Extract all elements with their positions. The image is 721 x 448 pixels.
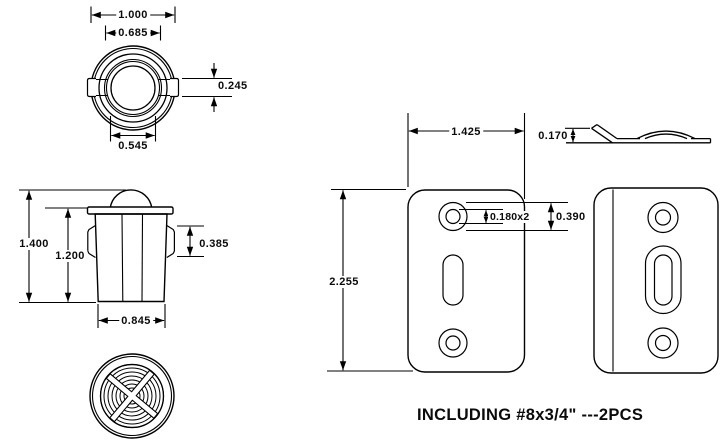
strike-plate-front-view [407,189,526,373]
catch-top-view [86,45,180,131]
included-screws-note: INCLUDING #8x3/4" ---2PCS [417,406,644,424]
dim-body-height: 1.200 [53,249,87,262]
strike-plate-dimensions [327,113,568,372]
dim-plate-thickness: 0.170 [538,129,568,142]
dim-outer-diameter: 1.000 [116,8,150,21]
dim-plate-width: 1.425 [449,125,483,138]
plate-thickness-dimension [565,127,590,142]
strike-plate-face-view [593,187,719,374]
dim-body-width: 0.845 [119,314,153,327]
dim-bore-diameter: 0.545 [118,140,148,152]
dim-tab-height: 0.385 [199,237,229,250]
spring-cross [105,369,159,423]
dim-tab-width: 0.245 [218,79,248,92]
dim-total-height: 1.400 [17,237,51,250]
catch-side-view [86,189,175,303]
dim-hole-diameter: 0.180x2 [488,210,532,223]
catch-bottom-view [89,353,175,439]
dim-ring-diameter: 0.685 [116,26,150,39]
strike-plate-profile-view [566,124,712,144]
catch-top-view-dimensions [90,6,232,142]
dim-hole-span: 0.390 [556,210,586,223]
dim-plate-height: 2.255 [327,276,361,288]
